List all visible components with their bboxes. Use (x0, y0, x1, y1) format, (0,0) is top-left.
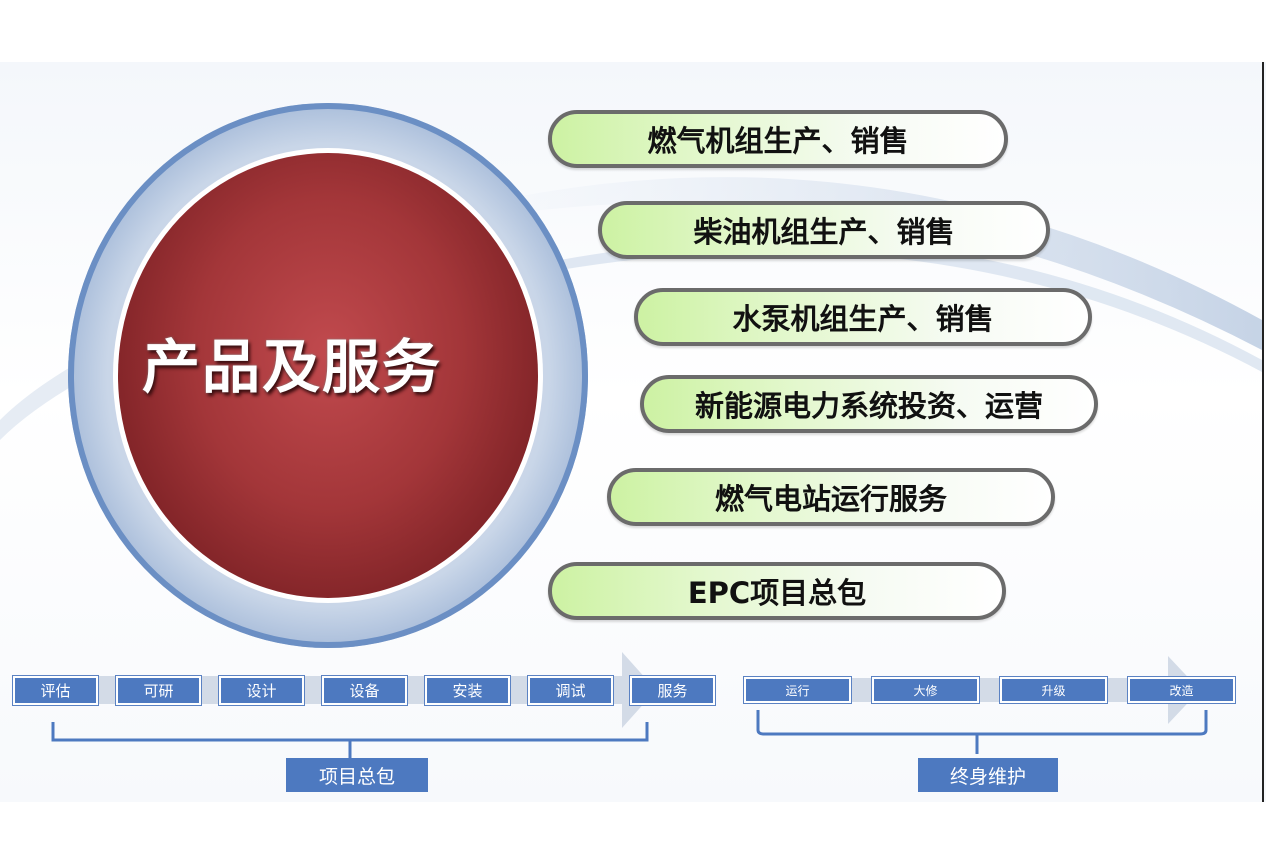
project-bracket (51, 722, 649, 758)
project-group-label: 项目总包 (286, 758, 428, 792)
service-pill-pump-units: 水泵机组生产、销售 (634, 288, 1092, 346)
service-label: 柴油机组生产、销售 (693, 215, 955, 249)
maintenance-step-4: 改造 (1128, 677, 1235, 703)
service-label: 新能源电力系统投资、运营 (694, 389, 1043, 423)
project-step-2: 可研 (116, 676, 201, 705)
maintenance-step-2: 大修 (872, 677, 979, 703)
service-label: 燃气机组生产、销售 (647, 124, 909, 158)
maintenance-step-1: 运行 (744, 677, 851, 703)
project-step-4: 设备 (322, 676, 407, 705)
service-pill-diesel-units: 柴油机组生产、销售 (598, 201, 1050, 259)
service-pill-gas-units: 燃气机组生产、销售 (548, 110, 1008, 168)
project-step-7: 服务 (630, 676, 715, 705)
service-pill-epc: EPC项目总包 (548, 562, 1006, 620)
service-label: EPC项目总包 (687, 576, 867, 610)
service-pill-new-energy: 新能源电力系统投资、运营 (640, 375, 1098, 433)
center-title: 产品及服务 (141, 333, 442, 401)
center-red-circle (118, 153, 538, 598)
maintenance-bracket (756, 710, 1208, 754)
maintenance-step-3: 升级 (1000, 677, 1107, 703)
project-step-3: 设计 (219, 676, 304, 705)
maintenance-group-label: 终身维护 (918, 758, 1058, 792)
project-step-5: 安装 (425, 676, 510, 705)
service-label: 水泵机组生产、销售 (732, 302, 994, 336)
project-step-6: 调试 (528, 676, 613, 705)
service-label: 燃气电站运行服务 (714, 482, 947, 516)
service-pill-gas-plant-ops: 燃气电站运行服务 (607, 468, 1055, 526)
project-step-1: 评估 (13, 676, 98, 705)
slide-right-border (1262, 62, 1264, 802)
